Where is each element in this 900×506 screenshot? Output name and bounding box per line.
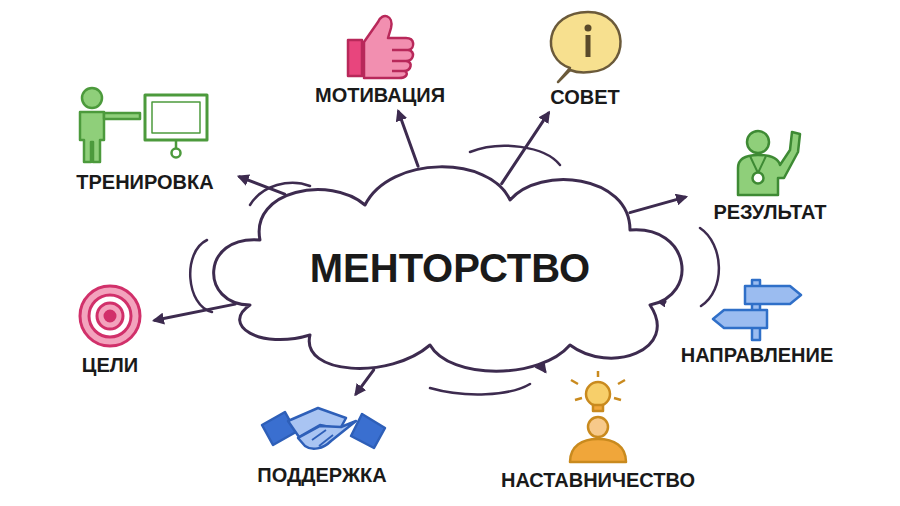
connector-arrow [630, 197, 685, 212]
hand [364, 16, 413, 78]
bubble [551, 12, 621, 82]
bullseye [105, 311, 115, 321]
cuff [348, 40, 362, 76]
cloud-node: МЕНТОРСТВО [190, 135, 710, 385]
concept-label: СОВЕТ [550, 86, 620, 109]
bulb [586, 382, 610, 406]
concept-label: РЕЗУЛЬТАТ [713, 201, 826, 224]
concept-label: ПОДДЕРЖКА [257, 464, 386, 487]
sketch-arc [700, 228, 719, 306]
handshake-icon [262, 408, 385, 449]
concept-label: НАСТАВНИЧЕСТВО [501, 469, 695, 492]
speech-bubble-icon [551, 12, 621, 82]
body [738, 132, 800, 195]
connector-arrow [541, 367, 544, 372]
concept-label: ЦЕЛИ [82, 354, 138, 377]
sleeve-left [262, 412, 296, 445]
concept-node: ЦЕЛИ [70, 282, 150, 377]
bulb-base [593, 405, 603, 411]
central-title: МЕНТОРСТВО [310, 245, 590, 291]
cloud-outline [214, 167, 682, 371]
head [588, 417, 608, 437]
connector-arrow [502, 113, 549, 183]
screen [145, 95, 207, 140]
sketch-arc [430, 384, 530, 394]
concept-node: РЕЗУЛЬТАТ [690, 125, 850, 224]
concept-node: ПОДДЕРЖКА [237, 398, 407, 487]
mentor-icon [570, 371, 626, 462]
info-stem [586, 35, 591, 57]
concept-node: ТРЕНИРОВКА [55, 85, 235, 194]
finger-lines [312, 430, 333, 446]
medal [753, 173, 764, 184]
target-icon [80, 286, 140, 346]
sketch-arc [190, 240, 212, 312]
cloud-sketch-lines [190, 146, 719, 395]
head [747, 131, 769, 153]
concept-label: ТРЕНИРОВКА [76, 171, 213, 194]
finger-lines [392, 50, 409, 71]
connector-arrow [398, 112, 418, 167]
screen-inner [152, 102, 200, 133]
concept-label: МОТИВАЦИЯ [315, 84, 445, 107]
concept-label: НАПРАВЛЕНИЕ [681, 344, 834, 367]
body [80, 112, 104, 162]
concept-node: НАСТАВНИЧЕСТВО [488, 375, 708, 492]
sign-right [745, 286, 801, 304]
connector-arrow [155, 304, 235, 320]
connector-arrow [240, 177, 285, 194]
head [82, 88, 102, 108]
sleeve-right [351, 414, 385, 448]
signpost-icon [713, 280, 801, 340]
concept-node: НАПРАВЛЕНИЕ [662, 272, 852, 367]
sign-left [713, 310, 767, 328]
thumbs-up-icon [348, 16, 413, 78]
training-icon [80, 88, 207, 162]
shoulders [570, 439, 626, 462]
ring [97, 303, 123, 329]
stand-base [172, 149, 181, 158]
arm [104, 113, 140, 119]
connector-arrow [356, 370, 374, 394]
concept-node: МОТИВАЦИЯ [300, 10, 460, 107]
ring [89, 295, 131, 337]
winner-icon [738, 131, 800, 195]
ribbon [750, 156, 766, 173]
info-dot [585, 25, 592, 32]
ring [80, 286, 140, 346]
concept-node: СОВЕТ [530, 8, 640, 109]
hand-right [298, 421, 356, 449]
